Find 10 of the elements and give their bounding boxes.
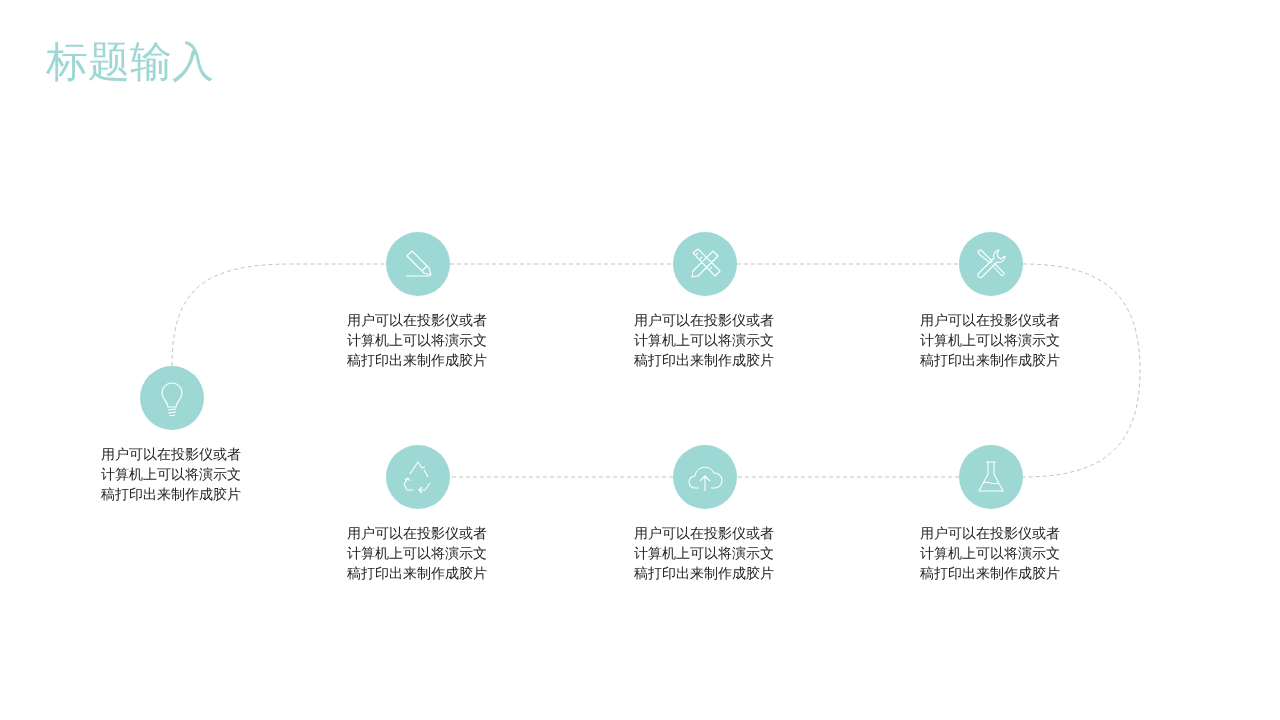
description-text: 用户可以在投影仪或者计算机上可以将演示文稿打印出来制作成胶片 xyxy=(920,311,1061,370)
description-text: 用户可以在投影仪或者计算机上可以将演示文稿打印出来制作成胶片 xyxy=(101,445,242,504)
dashed-connector xyxy=(171,263,387,367)
dashed-connector xyxy=(1022,263,1141,478)
description-text: 用户可以在投影仪或者计算机上可以将演示文稿打印出来制作成胶片 xyxy=(347,524,488,583)
description-text: 用户可以在投影仪或者计算机上可以将演示文稿打印出来制作成胶片 xyxy=(347,311,488,370)
description-text: 用户可以在投影仪或者计算机上可以将演示文稿打印出来制作成胶片 xyxy=(920,524,1061,583)
description-text: 用户可以在投影仪或者计算机上可以将演示文稿打印出来制作成胶片 xyxy=(634,311,775,370)
description-text: 用户可以在投影仪或者计算机上可以将演示文稿打印出来制作成胶片 xyxy=(634,524,775,583)
title: 标题输入 xyxy=(46,36,214,88)
